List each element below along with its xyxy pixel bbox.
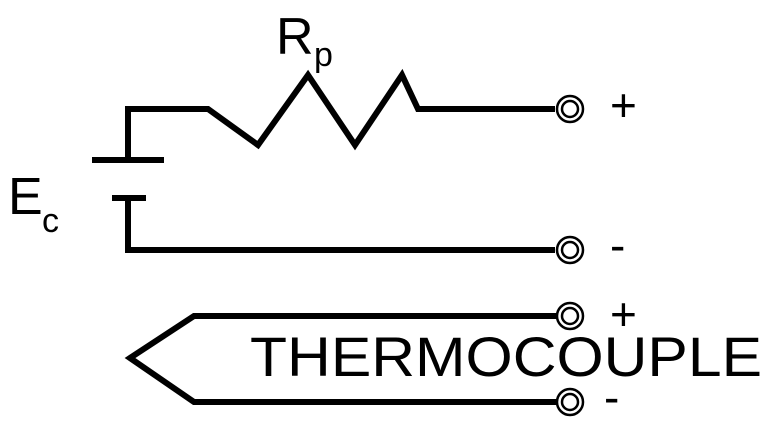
resistor-label: R	[276, 8, 314, 66]
top-minus-sign: -	[610, 219, 625, 271]
resistor-wire	[125, 68, 555, 160]
terminal-bottom-plus[interactable]	[555, 301, 585, 331]
return-wire	[125, 198, 555, 253]
terminal-top-minus[interactable]	[555, 235, 585, 265]
source-label: E	[8, 168, 43, 226]
source-subscript: c	[42, 202, 59, 240]
thermocouple-probe	[124, 313, 560, 405]
bottom-plus-sign: +	[610, 288, 637, 340]
terminal-bottom-minus[interactable]	[555, 387, 585, 417]
terminal-top-plus[interactable]	[555, 94, 585, 124]
bottom-minus-sign: -	[604, 371, 619, 422]
resistor-subscript: p	[314, 36, 333, 74]
top-plus-sign: +	[610, 79, 637, 131]
thermocouple-label: THERMOCOUPLE	[250, 325, 762, 388]
